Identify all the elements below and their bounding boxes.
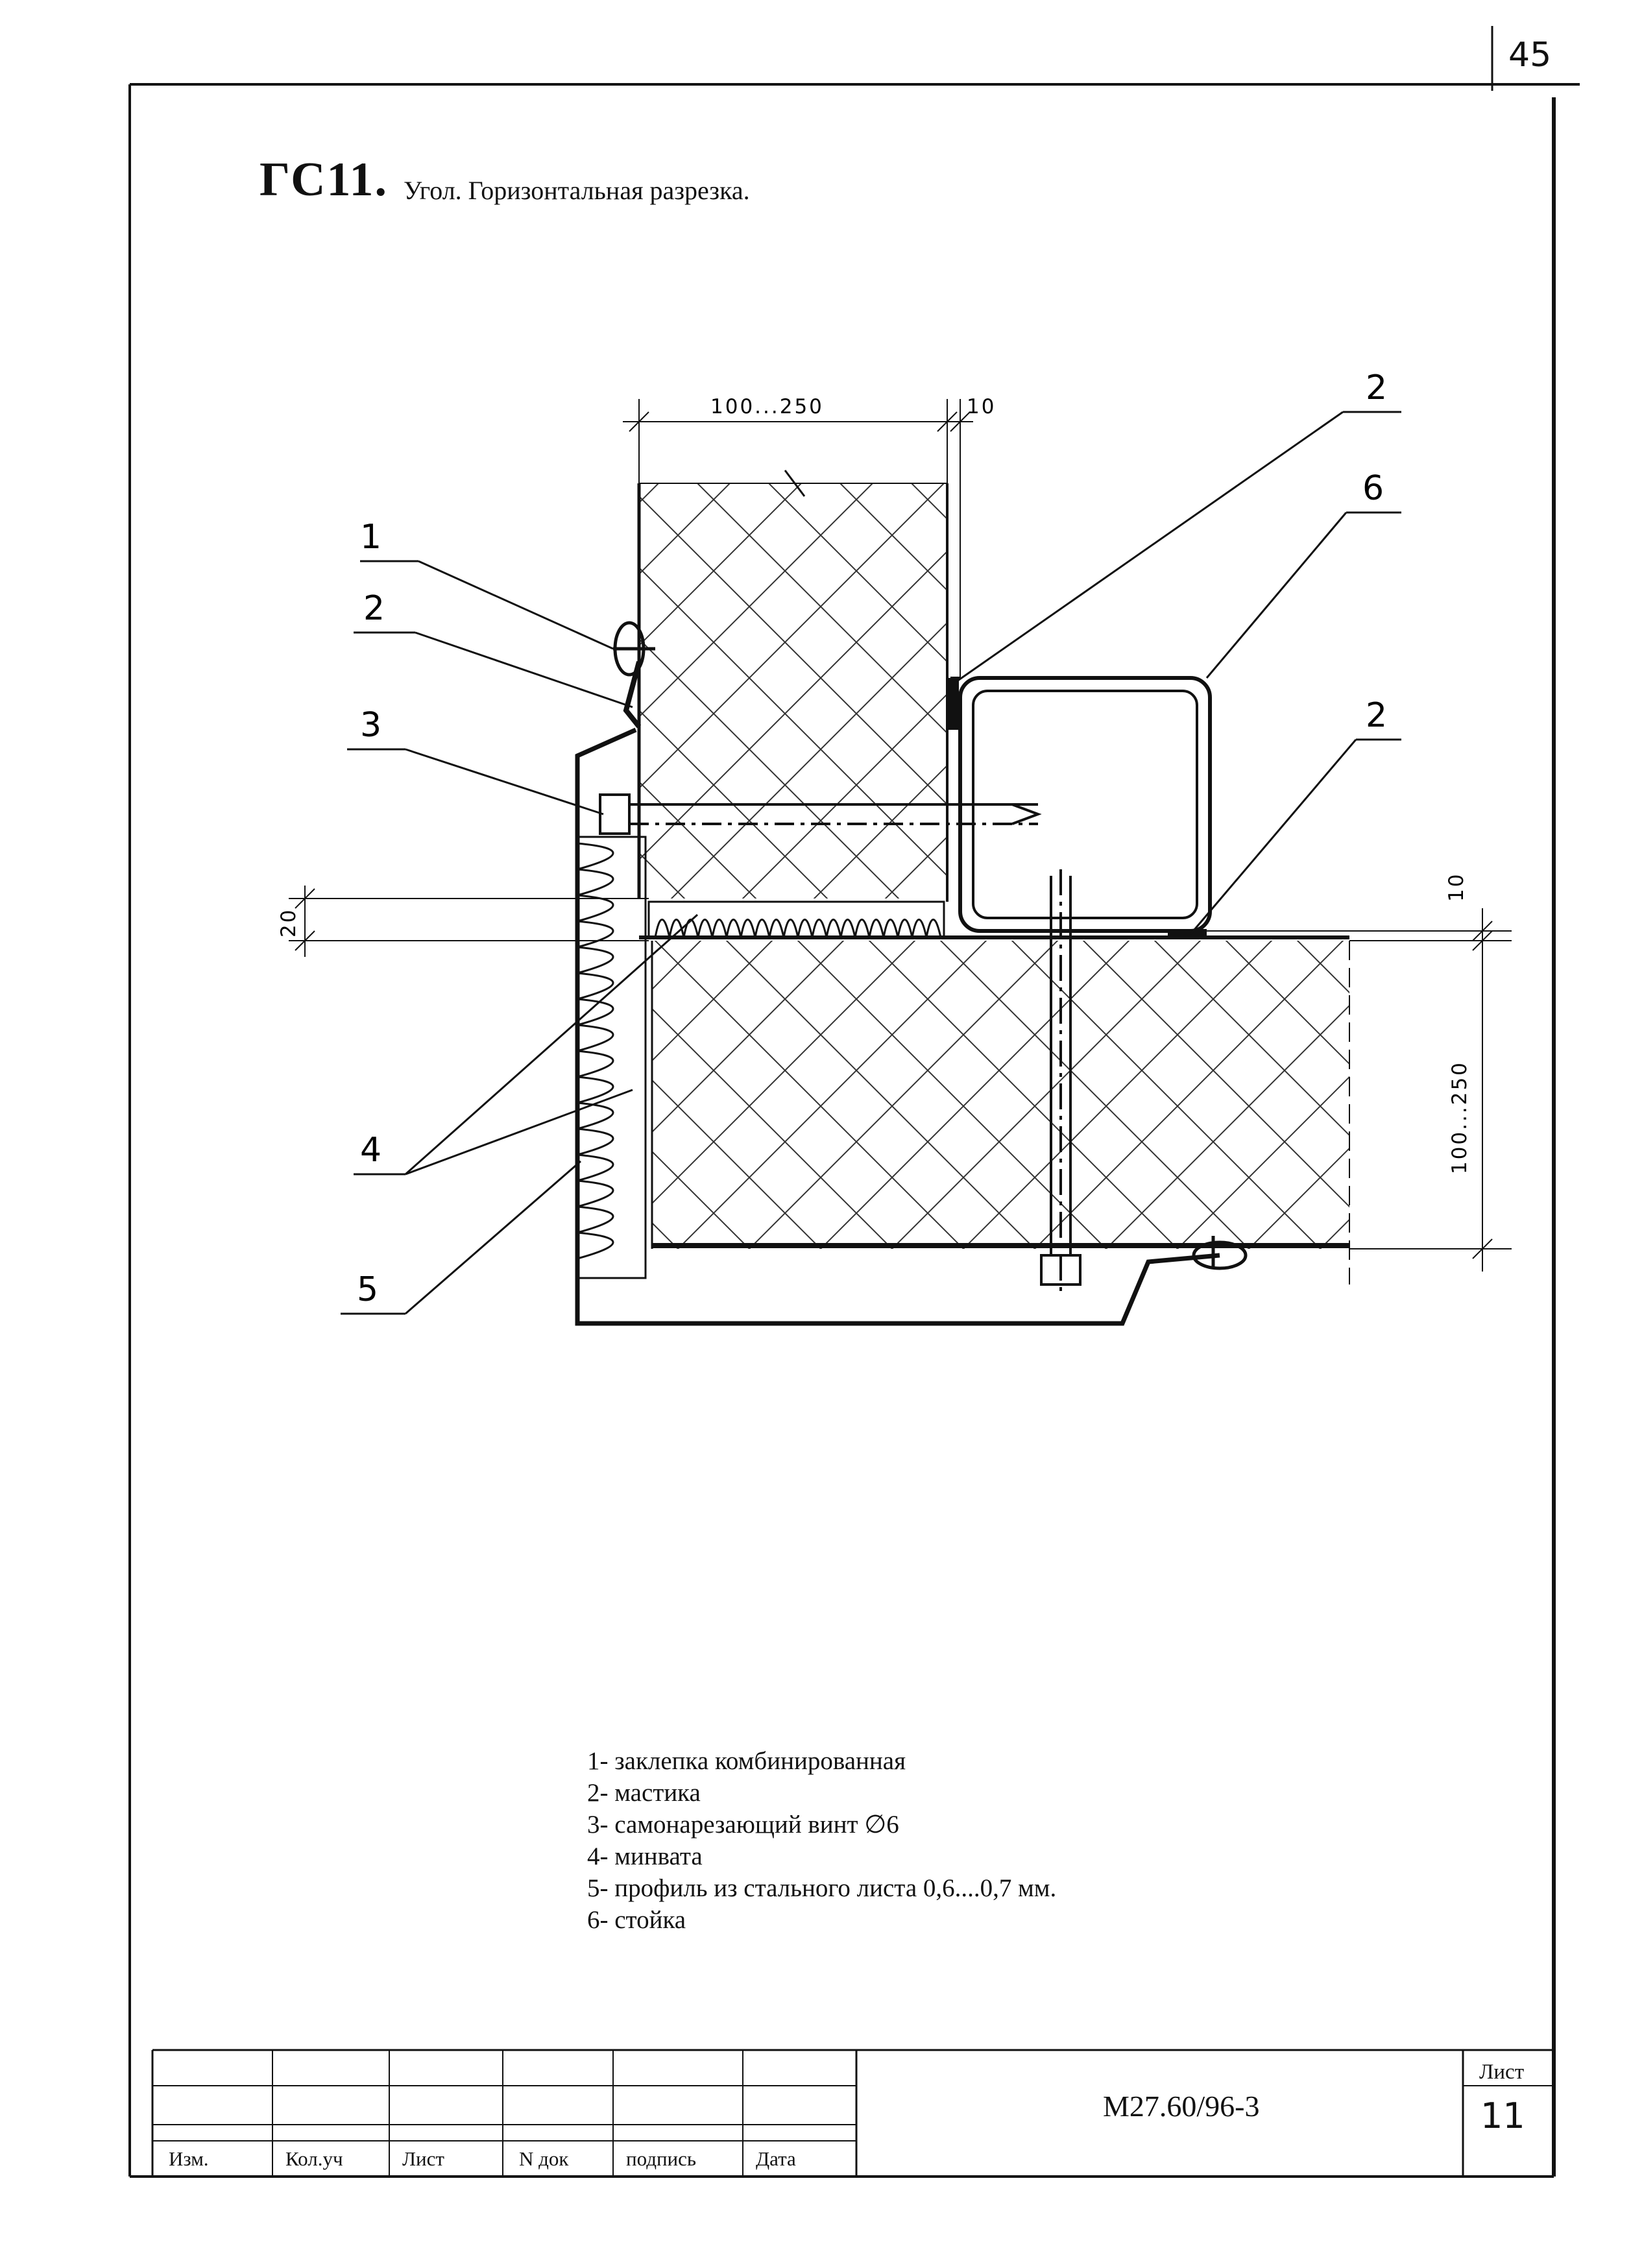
callout-6: 6 bbox=[1362, 469, 1384, 508]
dimension-top-gap: 10 bbox=[967, 395, 996, 418]
dimension-top-width: 100...250 bbox=[710, 395, 824, 418]
callout-3: 3 bbox=[360, 706, 381, 745]
title-block-grid bbox=[151, 2049, 1554, 2177]
tb-header-qty: Кол.уч bbox=[285, 2147, 343, 2170]
sheet-label: Лист bbox=[1479, 2060, 1525, 2084]
self-tapping-screw bbox=[599, 793, 1042, 835]
dimension-lines bbox=[289, 399, 1512, 1285]
combined-rivet bbox=[613, 621, 1248, 1270]
legend-item-1: 1- заклепка комбинированная bbox=[587, 1747, 906, 1775]
sheet-number: 11 bbox=[1480, 2095, 1525, 2136]
callout-5: 5 bbox=[357, 1270, 378, 1309]
callout-1: 1 bbox=[360, 518, 381, 557]
legend-item-5: 5- профиль из стального листа 0,6....0,7… bbox=[587, 1874, 1057, 1902]
drawing-title: Угол. Горизонтальная разрезка. bbox=[404, 176, 750, 205]
drawing-code: ГС11. bbox=[260, 153, 388, 206]
tb-header-doc: N док bbox=[519, 2147, 569, 2170]
bolt bbox=[1040, 869, 1081, 1291]
callout-2-left: 2 bbox=[363, 589, 385, 628]
legend-item-2: 2- мастика bbox=[587, 1779, 701, 1807]
tb-header-date: Дата bbox=[756, 2147, 796, 2170]
callout-2-right: 2 bbox=[1366, 696, 1387, 735]
tb-header-signature: подпись bbox=[626, 2147, 697, 2170]
mastic-joints bbox=[948, 678, 1207, 938]
top-wall-panel bbox=[637, 470, 948, 902]
callout-4: 4 bbox=[360, 1131, 381, 1170]
bottom-wall-panel bbox=[639, 935, 1349, 1249]
document-code: М27.60/96-3 bbox=[1103, 2090, 1260, 2123]
mineral-wool-horizontal bbox=[647, 900, 945, 939]
tb-header-change: Изм. bbox=[169, 2147, 209, 2170]
sheet-frame bbox=[128, 26, 1580, 2178]
callout-2-top: 2 bbox=[1366, 368, 1387, 407]
mineral-wool-vertical bbox=[576, 836, 647, 1279]
legend-item-3: 3- самонарезающий винт ∅6 bbox=[587, 1811, 899, 1839]
leader-lines bbox=[341, 411, 1401, 1315]
dimension-left-gap: 20 bbox=[277, 908, 300, 937]
page-number: 45 bbox=[1508, 36, 1552, 75]
steel-corner-profile bbox=[575, 727, 1220, 1326]
legend-item-6: 6- стойка bbox=[587, 1906, 686, 1934]
dimension-right-height: 100...250 bbox=[1448, 1061, 1471, 1174]
tb-header-sheet: Лист bbox=[402, 2147, 444, 2170]
corner-flashing bbox=[623, 660, 642, 729]
legend-item-4: 4- минвата bbox=[587, 1842, 703, 1870]
dimension-right-gap: 10 bbox=[1445, 873, 1468, 902]
